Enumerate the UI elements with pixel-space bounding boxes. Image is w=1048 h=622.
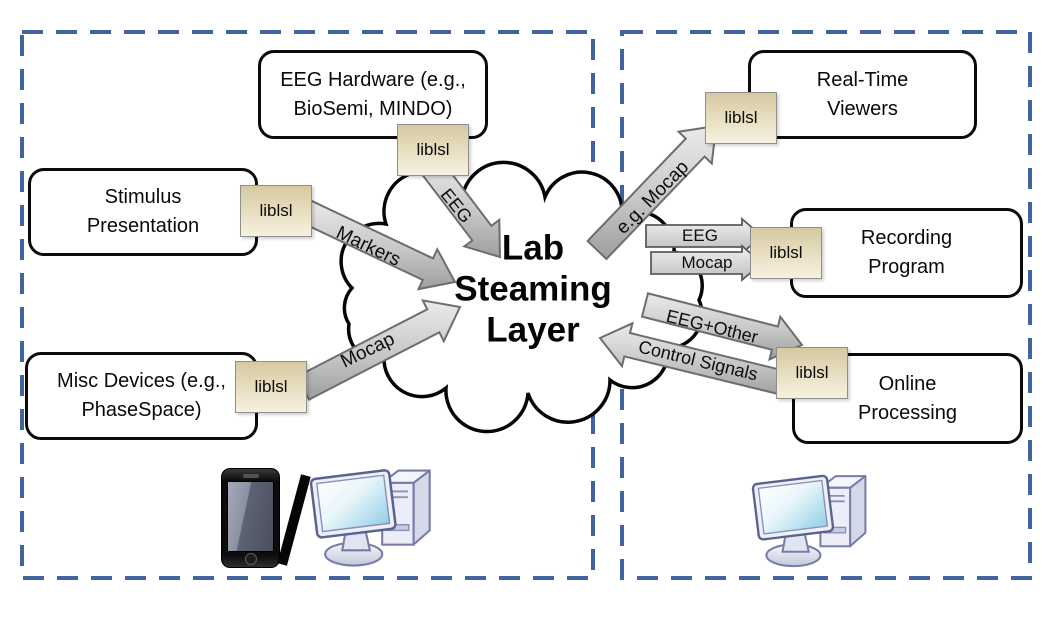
node-misc-devices-label: Misc Devices (e.g., PhaseSpace) — [57, 370, 226, 421]
liblsl-tag-label: liblsl — [416, 140, 450, 159]
liblsl-tag-label: liblsl — [795, 363, 829, 382]
computer-icon-left — [309, 468, 431, 567]
eg-mocap-arrow — [586, 124, 718, 261]
liblsl-tag-label: liblsl — [259, 201, 293, 220]
node-recording-program: Recording Program — [790, 208, 1023, 298]
smartphone-home-button — [244, 553, 257, 565]
computer-icon-right — [751, 474, 867, 568]
cloud-title: Lab Steaming Layer — [454, 228, 612, 350]
liblsl-tag-label: liblsl — [769, 243, 803, 262]
eeg-other-arrow — [640, 292, 804, 362]
node-recording-program-label: Recording Program — [860, 227, 953, 278]
eeg-bar-label: EEG — [682, 226, 718, 245]
mocap-arrow — [295, 299, 462, 401]
node-misc-devices: Misc Devices (e.g., PhaseSpace) — [25, 352, 258, 440]
node-stimulus-presentation: Stimulus Presentation — [28, 168, 258, 256]
liblsl-tag-realtime-viewers: liblsl — [705, 92, 777, 144]
smartphone-speaker — [242, 474, 259, 478]
liblsl-tag-eeg-hardware: liblsl — [397, 124, 469, 176]
liblsl-tag-label: liblsl — [254, 377, 288, 396]
node-realtime-viewers: Real-Time Viewers — [748, 50, 977, 139]
markers-arrow — [296, 197, 457, 291]
liblsl-tag-label: liblsl — [724, 108, 758, 127]
liblsl-tag-recording: liblsl — [750, 227, 822, 279]
acquisition-region-border — [20, 30, 595, 580]
smartphone-icon — [221, 468, 280, 568]
node-stimulus-presentation-label: Stimulus Presentation — [86, 186, 200, 237]
node-online-processing-label: Online Processing — [858, 372, 957, 424]
control-signals-arrow — [598, 321, 797, 398]
mocap-bar-label: Mocap — [681, 253, 733, 272]
node-realtime-viewers-label: Real-Time Viewers — [816, 68, 909, 120]
liblsl-tag-stimulus: liblsl — [240, 185, 312, 237]
node-eeg-hardware-label: EEG Hardware (e.g., BioSemi, MINDO) — [280, 68, 466, 120]
liblsl-tag-misc-devices: liblsl — [235, 361, 307, 413]
smartphone-screen — [227, 481, 274, 552]
liblsl-tag-online-processing: liblsl — [776, 347, 848, 399]
